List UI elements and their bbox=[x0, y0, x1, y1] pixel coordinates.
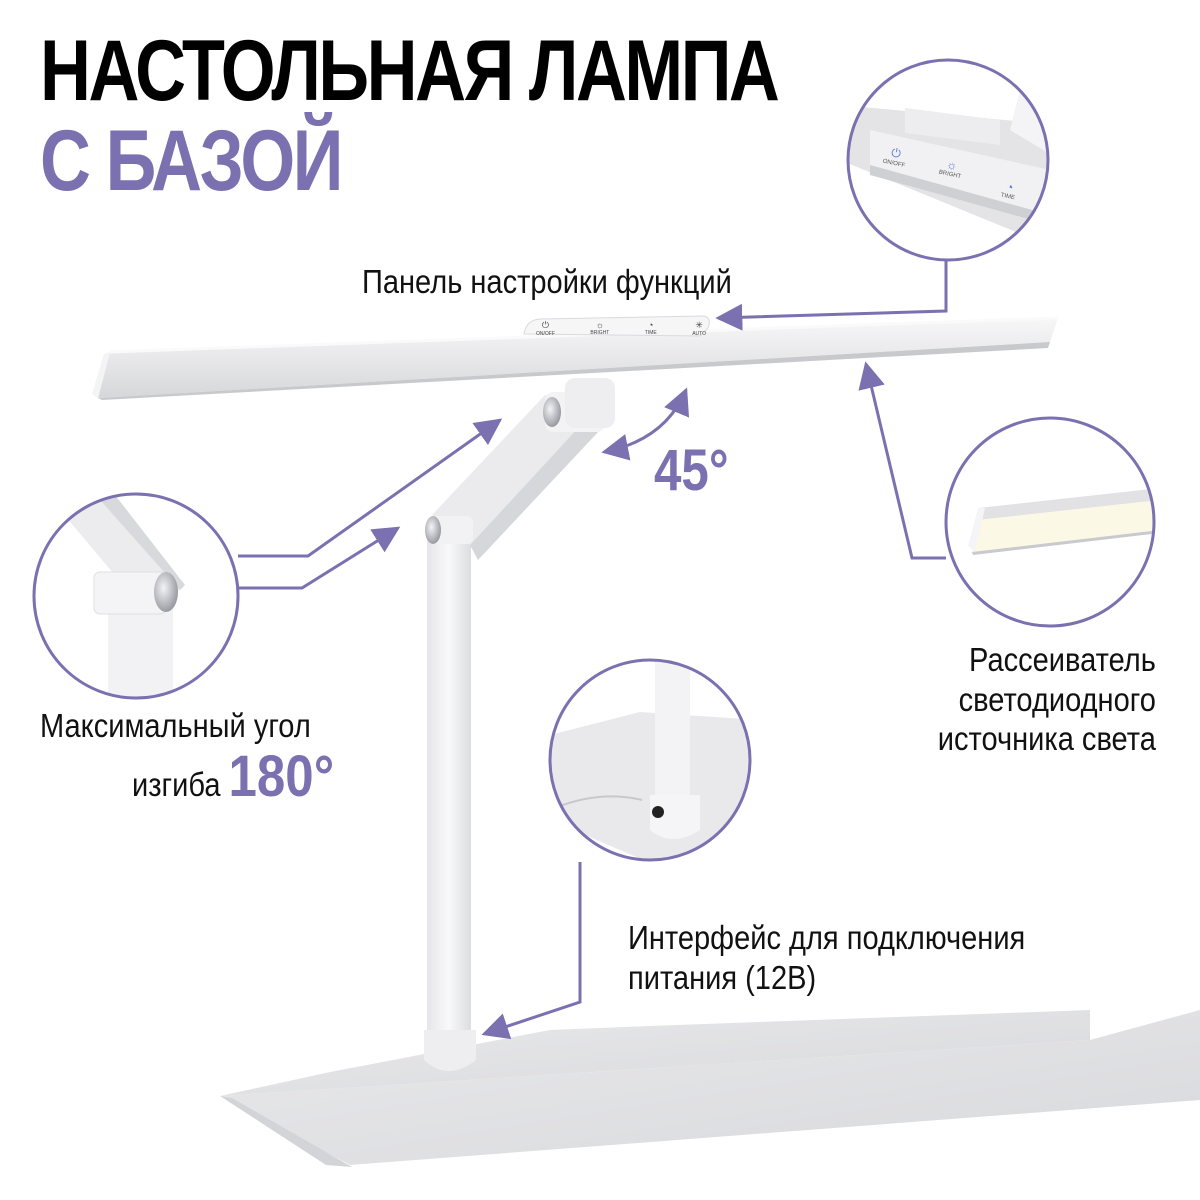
timer-icon: ◔ bbox=[648, 320, 654, 330]
diffuser-label-line-2: светодиодного bbox=[958, 680, 1156, 718]
diffuser-label: Рассеиватель светодиодного источника све… bbox=[938, 640, 1156, 759]
head-tilt-angle: 45° bbox=[654, 438, 729, 503]
bend-angle-label-line-1: Максимальный угол bbox=[40, 707, 311, 744]
diffuser-label-line-1: Рассеиватель bbox=[969, 641, 1156, 678]
zoomed-timer-button: ◔TIME bbox=[1000, 179, 1018, 201]
control-panel bbox=[523, 315, 710, 337]
bend-angle-value: 180° bbox=[228, 744, 335, 809]
zoom-circle-control-panel bbox=[846, 58, 1050, 262]
bend-angle-label-text: изгиба bbox=[132, 766, 221, 803]
zoom-circle-diffuser bbox=[944, 416, 1156, 628]
power-button[interactable]: ⏻ON/OFF bbox=[536, 320, 555, 337]
brightness-button[interactable]: ☼BRIGHT bbox=[590, 320, 610, 336]
title-line-2: С БАЗОЙ bbox=[40, 113, 343, 209]
zoomed-control-buttons: ⏻ON/OFF ☼BRIGHT ◔TIME bbox=[880, 140, 1040, 201]
control-panel-label: Панель настройки функций bbox=[362, 263, 732, 300]
power-interface-label-line-1: Интерфейс для подключения bbox=[628, 919, 1026, 956]
leader-lines bbox=[238, 260, 948, 1040]
lamp-pole bbox=[427, 536, 471, 1036]
auto-light-button[interactable]: ✳AUTO bbox=[692, 320, 706, 337]
zoom-circle-power-port bbox=[548, 658, 752, 862]
zoom-circle-joint bbox=[32, 492, 240, 700]
bend-angle-label-line-2: изгиба 180° bbox=[132, 748, 334, 806]
auto-light-icon: ✳ bbox=[695, 320, 703, 330]
power-interface-label-line-2: питания (12В) bbox=[628, 958, 817, 996]
power-interface-label: Интерфейс для подключения питания (12В) bbox=[628, 918, 1025, 997]
diffuser-label-line-3: источника света bbox=[937, 720, 1156, 758]
brightness-icon: ☼ bbox=[595, 320, 604, 330]
title-line-1: НАСТОЛЬНАЯ ЛАМПА bbox=[40, 23, 780, 119]
control-panel-buttons: ⏻ON/OFF ☼BRIGHT ◔TIME ✳AUTO bbox=[536, 320, 706, 337]
zoomed-power-button: ⏻ON/OFF bbox=[882, 144, 909, 169]
lamp-base bbox=[220, 1010, 1200, 1167]
timer-button[interactable]: ◔TIME bbox=[644, 320, 657, 336]
power-icon: ⏻ bbox=[541, 320, 549, 330]
zoomed-brightness-button: ☼BRIGHT bbox=[938, 156, 964, 180]
